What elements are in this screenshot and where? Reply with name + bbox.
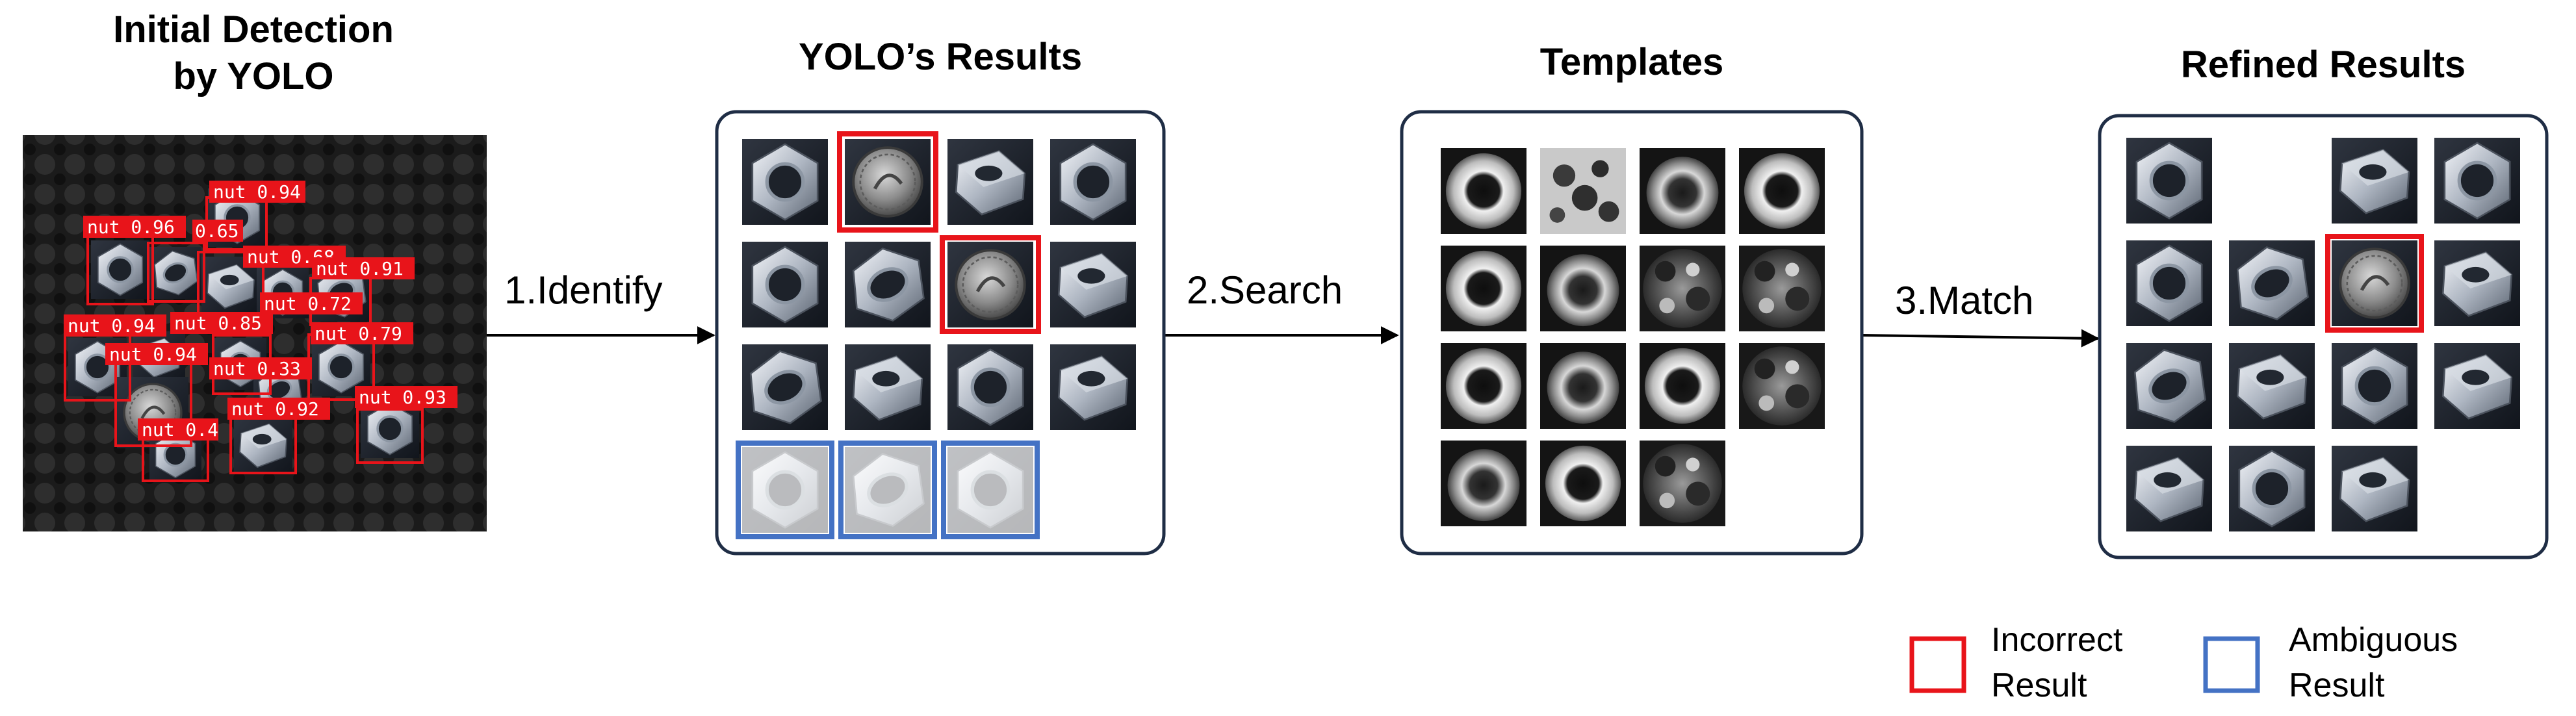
match-arrow <box>1862 329 2100 348</box>
det-label: nut 0.79 <box>315 323 402 344</box>
yolo-results-panel <box>715 110 1166 556</box>
legend-ambiguous-label: Ambiguous Result <box>2289 617 2458 708</box>
det-label: nut 0.94 <box>213 181 301 203</box>
det-label: nut 0.72 <box>264 293 352 314</box>
det-label: nut 0.33 <box>213 358 301 379</box>
step-match-label: 3.Match <box>1895 279 2034 322</box>
ambiguous-result-box <box>736 441 834 539</box>
legend-ambiguous-line1: Ambiguous <box>2289 621 2458 659</box>
step-identify-label: 1.Identify <box>504 268 663 312</box>
ambiguous-result-box <box>941 441 1040 539</box>
refined-results-title: Refined Results <box>2180 44 2466 86</box>
incorrect-result-box <box>837 131 938 233</box>
legend-incorrect-line2: Result <box>1991 667 2087 704</box>
initial-detection-title-line2: by YOLO <box>173 55 334 97</box>
det-label: nut 0.96 <box>87 216 175 238</box>
templates-panel <box>1400 110 1864 556</box>
flow-arrows <box>487 326 2100 348</box>
det-label: nut 0.94 <box>68 315 155 337</box>
det-label: nut 0.4 <box>142 419 218 441</box>
det-label: nut 0.93 <box>359 387 446 408</box>
legend-incorrect-swatch <box>1909 636 1966 693</box>
legend-ambiguous-swatch <box>2203 636 2260 693</box>
ambiguous-result-box <box>838 441 937 539</box>
refined-results-panel <box>2098 114 2549 559</box>
legend <box>1909 636 2260 693</box>
yolo-results-title: YOLO’s Results <box>798 36 1083 78</box>
initial-detection-title: Initial Detection by YOLO <box>39 6 468 100</box>
initial-detection-panel: nut 0.94 nut 0.96 0.65 nut 0.68 nut 0.91… <box>23 135 487 531</box>
det-label: 0.65 <box>195 220 238 242</box>
incorrect-result-box <box>940 235 1041 334</box>
incorrect-result-box <box>2325 234 2424 333</box>
legend-incorrect-label: Incorrect Result <box>1991 617 2122 708</box>
templates-title: Templates <box>1539 41 1724 83</box>
det-label: nut 0.92 <box>231 398 319 420</box>
step-search-label: 2.Search <box>1187 268 1343 312</box>
det-label: nut 0.85 <box>174 313 262 334</box>
initial-detection-title-line1: Initial Detection <box>113 8 394 51</box>
det-label: nut 0.94 <box>109 344 197 365</box>
det-label: nut 0.91 <box>316 258 404 279</box>
detection-labels: nut 0.94 nut 0.96 0.65 nut 0.68 nut 0.91… <box>64 181 457 441</box>
legend-incorrect-line1: Incorrect <box>1991 621 2123 659</box>
legend-ambiguous-line2: Result <box>2289 667 2385 704</box>
